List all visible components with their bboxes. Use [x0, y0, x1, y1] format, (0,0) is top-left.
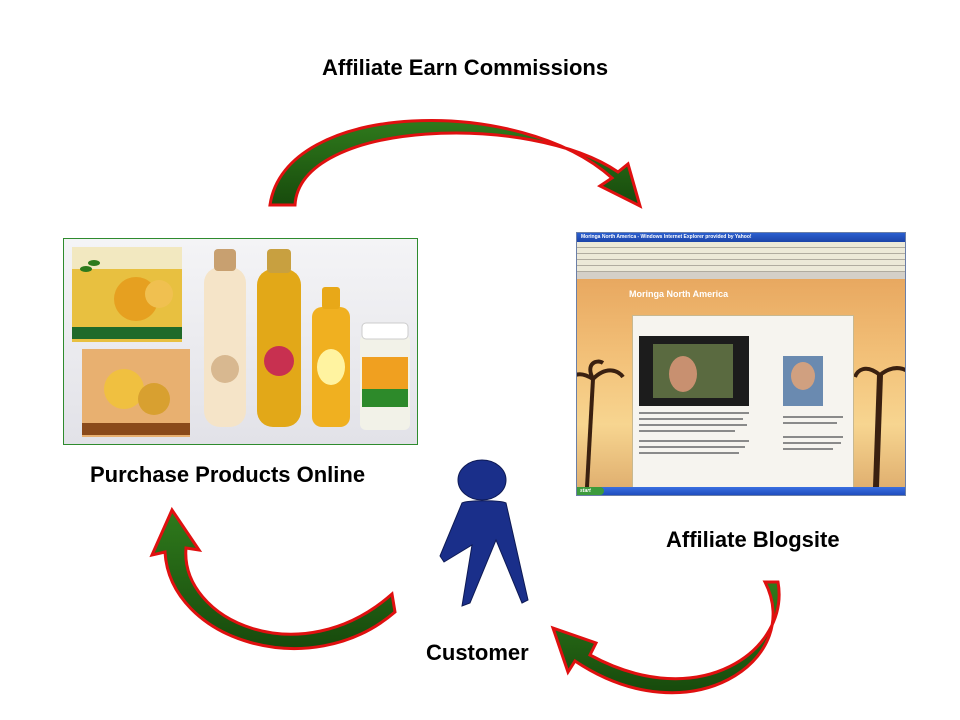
label-affiliate-earn-commissions: Affiliate Earn Commissions — [322, 55, 609, 80]
blog-screenshot: Moringa North America - Windows Internet… — [576, 232, 906, 496]
taskbar: start — [577, 487, 905, 495]
label-affiliate-blogsite: Affiliate Blogsite — [666, 527, 840, 552]
label-customer: Customer — [426, 640, 529, 665]
start-button: start — [577, 487, 604, 495]
browser-title: Moringa North America - Windows Internet… — [577, 233, 905, 242]
arrow-bottom-left — [149, 506, 397, 650]
blog-page: Moringa North America — [577, 279, 905, 489]
blog-panel — [632, 315, 854, 489]
arrow-bottom-right — [550, 580, 781, 695]
blog-title: Moringa North America — [629, 289, 729, 299]
label-purchase-products-online: Purchase Products Online — [90, 462, 366, 487]
products-photo — [63, 238, 418, 445]
person-icon — [439, 459, 529, 607]
arrow-top — [268, 118, 643, 209]
